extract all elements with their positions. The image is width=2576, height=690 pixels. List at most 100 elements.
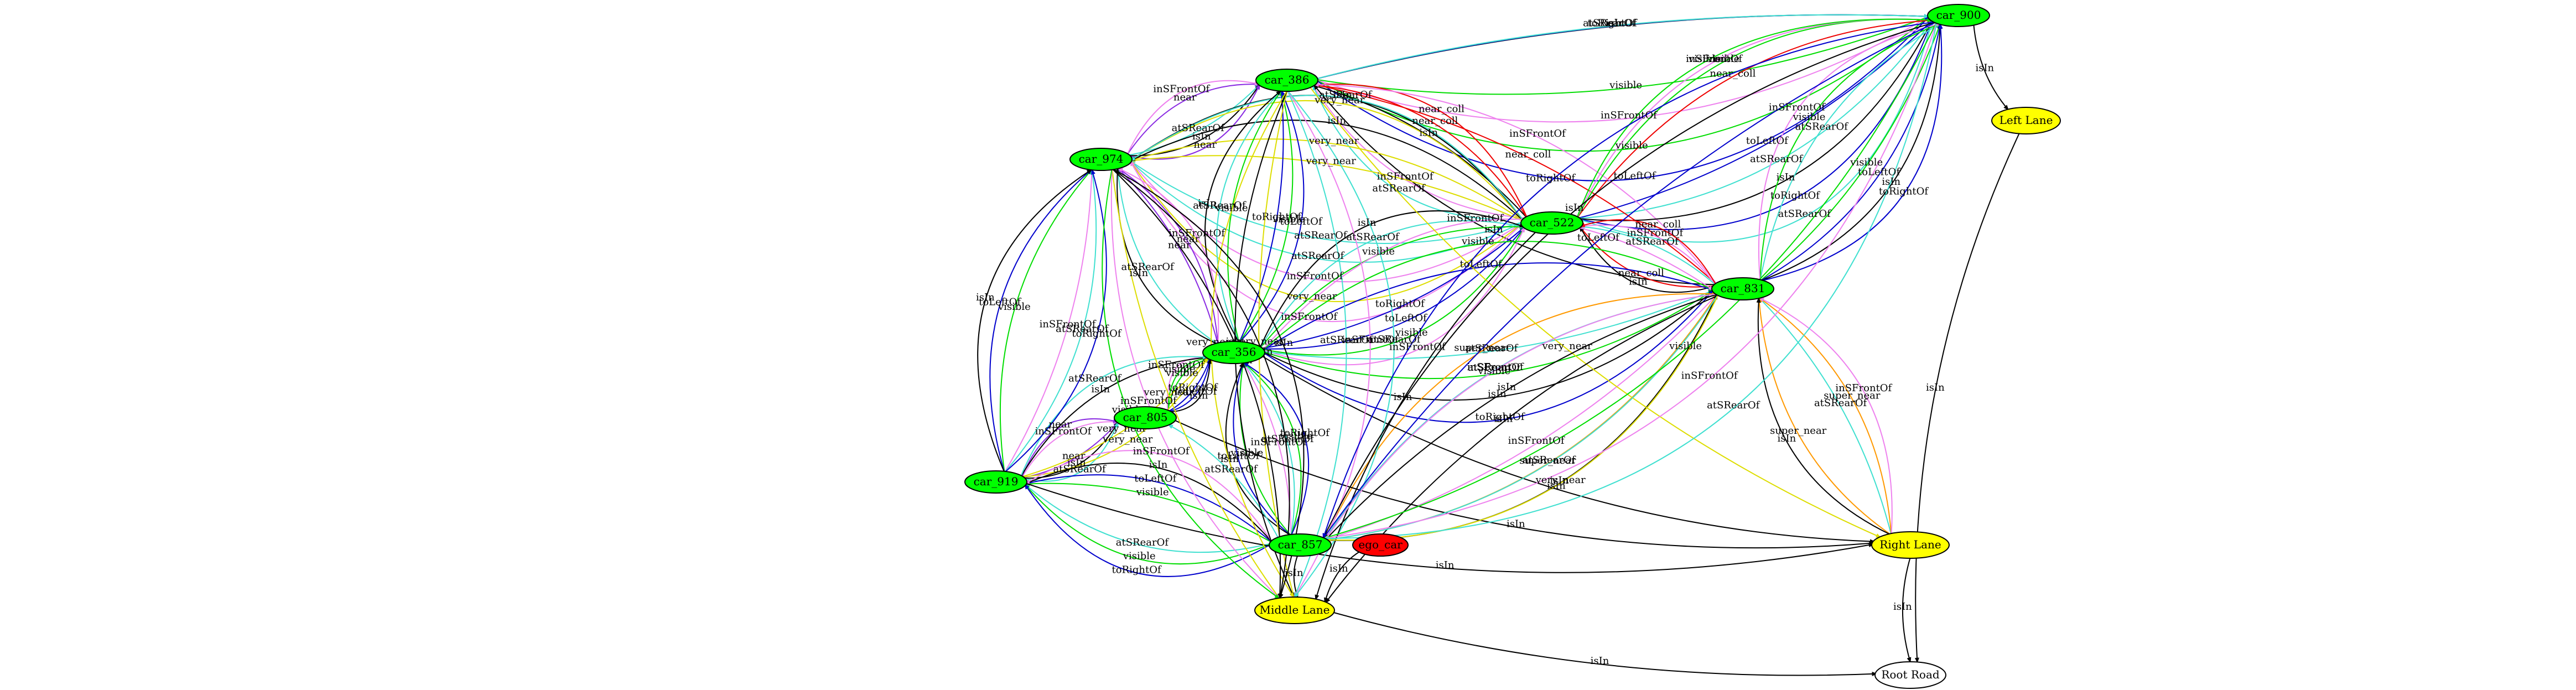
edge-label: visible [1279,430,1312,442]
edge-isIn [1112,168,1305,600]
edge-toLeftOf [1261,262,1715,352]
edge-inSFrontOf [1126,80,1260,156]
edge-inSFrontOf [1117,167,1219,345]
edge-label: near_coll [1710,68,1756,80]
node-car-805[interactable]: car_805 [1114,406,1177,429]
edge-inSFrontOf [1243,362,1292,536]
edge-label: inSFrontOf [1377,171,1434,183]
edge-label: visible [1395,326,1428,338]
edge-label: isIn [1507,518,1525,530]
edge-inSFrontOf [1024,450,1274,543]
edge-label: visible [1609,79,1642,91]
edge-label: inSFrontOf [1467,361,1524,373]
edge-label: atSRearOf [1778,208,1832,220]
edge-near-coll [1579,226,1717,288]
edge-visible [1243,362,1302,536]
edge-toLeftOf [1259,226,1525,350]
edge-visible [1759,23,1941,281]
edge-very-near [1129,160,1525,302]
edge-atSRearOf [1314,14,1930,80]
edge-label: isIn [1419,127,1438,139]
node-left-lane[interactable]: Left Lane [1991,107,2061,134]
edge-inSFrontOf [1286,90,1371,599]
edge-inSFrontOf [1325,293,1719,541]
node-car-974[interactable]: car_974 [1069,148,1133,171]
edge-label: very_near [1306,155,1357,167]
edge-label: inSFrontOf [1601,110,1658,121]
edge-label: atSRearOf [1707,400,1760,411]
edge-toRightOf [1243,362,1310,536]
edge-label: atSRearOf [1625,236,1679,247]
edge-label: isIn [1777,172,1795,183]
edge-visible [1322,21,1938,539]
edge-very-near [1129,100,1525,222]
node-root-road[interactable]: Root Road [1874,661,1946,689]
edge-label: visible [1707,53,1740,65]
edge-label: toLeftOf [1217,450,1260,462]
node-car-919[interactable]: car_919 [964,470,1027,494]
edge-atSRearOf [1129,160,1525,263]
edge-label: toLeftOf [1134,473,1177,484]
edge-label: isIn [1606,17,1624,29]
edge-label: toRightOf [1526,173,1576,184]
edge-label: visible [1215,202,1248,214]
edge-very-near [1020,357,1209,478]
edge-label: visible [1461,236,1494,247]
node-ego-car[interactable]: ego_car [1352,533,1409,557]
edge-inSFrontOf [1758,297,1893,535]
edge-label: toLeftOf [1746,135,1789,147]
edge-toLeftOf [1314,16,1930,181]
edge-label: super_near [1824,390,1881,402]
node-car-386[interactable]: car_386 [1255,69,1318,92]
edge-label: toLeftOf [1613,170,1656,181]
edge-label: super_near [1454,342,1511,354]
edge-super-near [1758,297,1892,535]
edge-toRightOf [1261,289,1714,423]
node-car-831[interactable]: car_831 [1711,277,1774,300]
edge-label: visible [1165,367,1198,379]
node-right-lane[interactable]: Right Lane [1871,531,1950,559]
edge-atSRearOf [1759,23,1941,282]
edge-label: visible [1230,447,1263,459]
edge-label: visible [1669,340,1702,352]
edge-label: isIn [1327,115,1346,126]
edge-label: isIn [1591,655,1609,667]
edge-toRightOf [1004,169,1107,473]
edge-label: toLeftOf [1175,386,1217,397]
node-middle-lane[interactable]: Middle Lane [1254,596,1335,624]
node-car-857[interactable]: car_857 [1269,533,1332,557]
edge-label: inSFrontOf [1681,370,1738,382]
edge-near-coll [1312,82,1528,219]
edge-label: toRightOf [1072,328,1121,340]
edge-label: atSRearOf [1523,454,1576,466]
edge-isIn [1330,611,1878,676]
edge-label: inSFrontOf [1686,53,1743,65]
node-label: car_386 [1265,73,1310,86]
edge-label: isIn [1550,475,1569,486]
edge-label: near_coll [1635,219,1681,230]
edge-label: atSRearOf [1193,200,1247,211]
edge-labels-layer: visibleisIninSFrontOftoRightOfvisibleatS… [976,17,1995,667]
node-car-900[interactable]: car_900 [1927,4,1990,27]
node-label: car_857 [1278,538,1323,551]
edge-near [1021,421,1119,479]
edge-near [1117,167,1219,345]
edge-label: inSFrontOf [1509,128,1566,139]
edge-isIn [1020,355,1209,478]
edge-label: toLeftOf [1385,313,1427,324]
node-car-522[interactable]: car_522 [1520,211,1583,235]
edge-visible [1315,15,1930,95]
node-label: car_356 [1212,345,1256,359]
edge-label: very_near [1535,474,1586,486]
edge-label: isIn [1926,382,1945,393]
edge-inSFrontOf [1259,226,1525,366]
edge-isIn [1260,355,1876,544]
edge-visible [1261,289,1715,380]
edge-label: inSFrontOf [1281,311,1338,323]
edge-near-coll [1313,83,1718,286]
edge-label: isIn [1565,202,1584,214]
node-car-356[interactable]: car_356 [1202,341,1265,364]
edge-label: visible [1362,246,1395,257]
edge-label: super_near [1770,425,1827,437]
